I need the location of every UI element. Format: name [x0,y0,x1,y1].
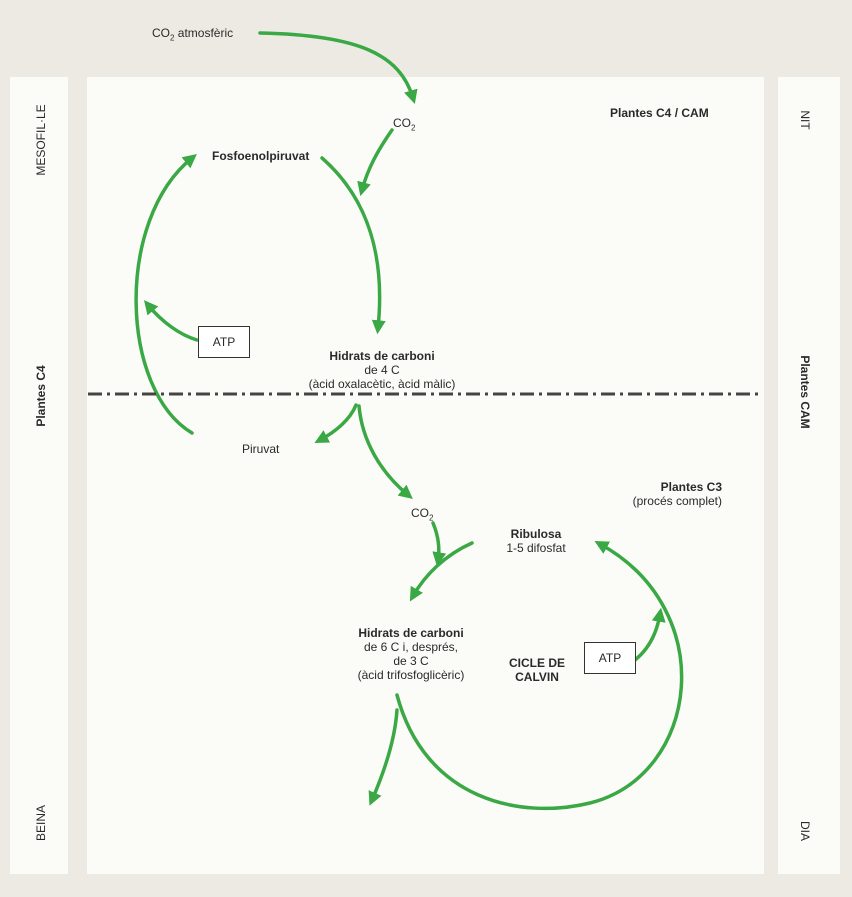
hidrats-6c-line3: de 3 C [393,654,429,668]
hidrats-4c-line3: (àcid oxalacètic, àcid màlic) [308,377,456,391]
arrow-co2-to-cycle [357,128,394,197]
arrow-co2-bottom-down [431,521,447,567]
label-fosfoenolpiruvat: Fosfoenolpiruvat [212,149,310,163]
label-ribulosa: Ribulosa 1-5 difosfat [486,527,586,555]
atp-box-top: ATP [198,326,250,358]
arrow-ribulosa-to-hidrats6c [409,541,474,602]
label-co2-bottom: CO2 [411,506,434,523]
arrow-piruvat-to-pep [134,154,197,435]
ribulosa-line1: Ribulosa [510,527,562,541]
label-hidrats-6c: Hidrats de carboni de 6 C i, després, de… [336,626,486,682]
atp-top-label: ATP [212,335,236,349]
arrow-hidrats-to-piruvat [314,403,358,443]
cicle-line2: CALVIN [515,670,559,684]
center-panel [87,77,764,874]
label-hidrats-4c: Hidrats de carboni de 4 C (àcid oxalacèt… [282,349,482,391]
side-label-mesofil-le: MESOFIL·LE [34,104,48,176]
label-cicle-calvin: CICLE DE CALVIN [497,656,577,684]
label-co2-top: CO2 [393,116,416,133]
arrow-atp-to-arc [143,300,199,342]
cicle-line1: CICLE DE [508,656,565,670]
side-label-nit: NIT [798,110,812,130]
label-plantes-c4-cam: Plantes C4 / CAM [610,106,709,120]
hidrats-6c-line2: de 6 C i, després, [363,640,459,654]
arrow-co2-atm-to-co2 [258,31,418,105]
label-co2-atmosferic: CO2 atmosfèric [152,26,234,43]
plantes-c3-line2: (procés complet) [632,494,722,508]
hidrats-6c-line1: Hidrats de carboni [358,626,464,640]
atp-box-bottom: ATP [584,642,636,674]
side-label-dia: DIA [798,820,812,842]
label-piruvat: Piruvat [242,442,280,456]
arrow-pep-to-hidrats [320,156,386,335]
atp-bottom-label: ATP [598,651,622,665]
plantes-c3-line1: Plantes C3 [660,480,722,494]
arrow-calvin-cycle [395,540,684,811]
arrow-hidrats-to-co2 [357,404,413,500]
label-plantes-c3: Plantes C3 (procés complet) [610,480,722,508]
side-label-plantes-cam: Plantes CAM [798,355,812,429]
ribulosa-line2: 1-5 difosfat [506,541,566,555]
arrow-atp-to-calvin [633,607,666,662]
left-panel [10,77,68,874]
hidrats-4c-line1: Hidrats de carboni [329,349,435,363]
side-label-beina: BEINA [34,804,48,842]
right-panel [778,77,840,874]
side-label-plantes-c4: Plantes C4 [34,365,48,427]
arrow-output [368,708,399,806]
hidrats-6c-line4: (àcid trifosfoglicèric) [357,668,465,682]
hidrats-4c-line2: de 4 C [364,363,400,377]
